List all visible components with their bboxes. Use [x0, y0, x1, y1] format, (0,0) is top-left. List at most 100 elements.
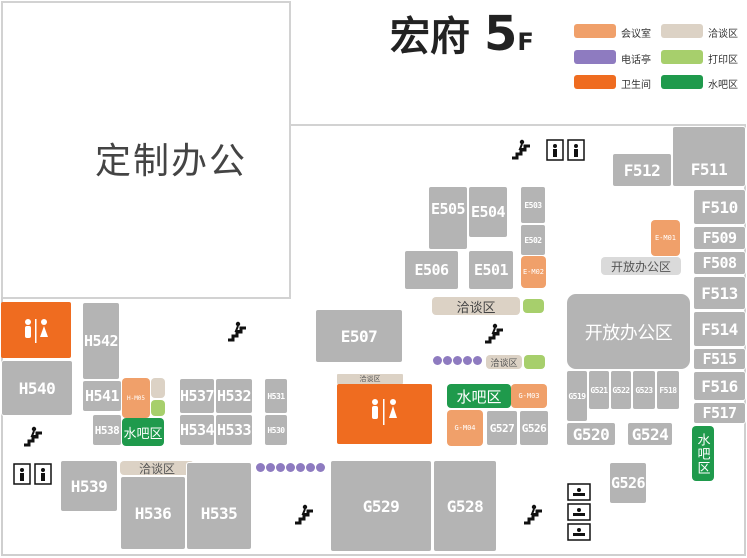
room-label: H535: [200, 503, 238, 523]
meeting-room-HM05[interactable]: H-M05: [122, 378, 150, 418]
room-label: H531: [267, 391, 285, 401]
restroom-center[interactable]: [337, 384, 432, 444]
room-F518[interactable]: F518: [656, 370, 680, 410]
open-office-area[interactable]: 开放办公区: [566, 293, 691, 370]
room-H530[interactable]: H530: [264, 414, 288, 446]
room-label: E502: [524, 235, 542, 245]
room-H539[interactable]: H539: [60, 460, 118, 512]
room-G522[interactable]: G522: [610, 370, 632, 410]
room-E507[interactable]: E507: [315, 309, 403, 363]
stairs-icon: [512, 139, 530, 160]
room-label: H534: [179, 421, 215, 439]
room-label: E507: [340, 326, 378, 346]
phone-booth[interactable]: [276, 463, 285, 472]
room-label: G519: [568, 391, 586, 401]
meeting-room-label: G-M03: [518, 392, 540, 400]
room-F508[interactable]: F508: [693, 251, 746, 275]
room-label: F509: [702, 229, 737, 247]
room-H531[interactable]: H531: [264, 378, 288, 414]
room-F510[interactable]: F510: [693, 189, 746, 225]
room-E502[interactable]: E502: [520, 224, 546, 256]
print-area-1[interactable]: [523, 299, 544, 313]
room-label: F518: [659, 385, 677, 395]
room-E504[interactable]: E504: [468, 186, 508, 238]
phone-booth[interactable]: [256, 463, 265, 472]
room-G519[interactable]: G519: [566, 370, 588, 422]
room-E501[interactable]: E501: [468, 250, 514, 290]
negotiation-1-text: 洽谈区: [456, 299, 496, 315]
water-bar-left[interactable]: 水吧区: [122, 418, 164, 446]
room-H538[interactable]: H538: [92, 414, 122, 446]
room-H540[interactable]: H540: [1, 360, 73, 416]
stairs-icon: [485, 323, 503, 344]
room-G529[interactable]: G529: [330, 460, 432, 552]
meeting-room-GM03[interactable]: G-M03: [511, 384, 547, 408]
room-label: G528: [446, 496, 484, 516]
room-F516[interactable]: F516: [693, 371, 746, 401]
room-H535[interactable]: H535: [186, 462, 252, 550]
room-F509[interactable]: F509: [693, 226, 746, 250]
room-F514[interactable]: F514: [693, 311, 746, 347]
room-F512[interactable]: F512: [612, 153, 672, 187]
negotiation-area-2[interactable]: 洽谈区: [486, 355, 522, 369]
room-F513[interactable]: F513: [693, 276, 746, 310]
restroom-left[interactable]: [1, 302, 71, 358]
room-label: F508: [702, 254, 737, 272]
room-H532[interactable]: H532: [215, 378, 253, 414]
room-label: G523: [635, 385, 653, 395]
phone-booth[interactable]: [473, 356, 482, 365]
room-G528[interactable]: G528: [433, 460, 497, 552]
room-F515[interactable]: F515: [693, 348, 746, 370]
room-H537[interactable]: H537: [179, 378, 215, 414]
room-label: F513: [701, 283, 738, 303]
room-G523[interactable]: G523: [632, 370, 656, 410]
phone-booth[interactable]: [316, 463, 325, 472]
phone-booth[interactable]: [306, 463, 315, 472]
room-H541[interactable]: H541: [82, 380, 122, 412]
water-bar-right[interactable]: 水吧区: [692, 426, 714, 481]
phone-booth[interactable]: [463, 356, 472, 365]
room-E503[interactable]: E503: [520, 186, 546, 224]
room-label: H537: [179, 387, 215, 405]
restroom-icon: [25, 319, 48, 343]
phone-booth[interactable]: [433, 356, 442, 365]
room-F511[interactable]: F511: [672, 126, 746, 187]
room-H542[interactable]: H542: [82, 302, 120, 380]
negotiation-small[interactable]: [151, 378, 165, 398]
room-E505[interactable]: E505: [428, 186, 468, 250]
floor-outline-left: [1, 297, 293, 556]
room-H533[interactable]: H533: [215, 414, 253, 446]
room-G526-right[interactable]: G526: [609, 462, 647, 504]
room-label: G520: [572, 424, 610, 444]
negotiation-area-1[interactable]: 洽谈区: [432, 297, 520, 315]
negotiation-area-4[interactable]: 洽谈区: [120, 461, 194, 476]
water-bar-center[interactable]: 水吧区: [447, 384, 511, 408]
meeting-room-EM01[interactable]: E-M01: [651, 220, 680, 256]
room-H534[interactable]: H534: [179, 414, 215, 446]
room-F517[interactable]: F517: [693, 402, 746, 424]
open-office-label-1[interactable]: 开放办公区: [601, 257, 681, 275]
room-G527[interactable]: G527: [486, 410, 518, 446]
water-bar-left-text: 水吧区: [123, 425, 163, 441]
print-area-3[interactable]: [151, 400, 165, 416]
room-label: E506: [414, 261, 449, 279]
legend-label-print: 打印区: [708, 55, 738, 66]
phone-booth[interactable]: [266, 463, 275, 472]
room-G526-center[interactable]: G526: [519, 410, 549, 446]
phone-booth[interactable]: [296, 463, 305, 472]
room-G521[interactable]: G521: [588, 370, 610, 410]
meeting-room-label: H-M05: [126, 394, 146, 402]
negotiation-area-3[interactable]: 洽谈区: [337, 374, 403, 384]
room-G520[interactable]: G520: [566, 422, 616, 446]
room-G524[interactable]: G524: [627, 422, 673, 446]
phone-booth[interactable]: [453, 356, 462, 365]
room-label: F511: [690, 160, 728, 179]
phone-booth[interactable]: [286, 463, 295, 472]
meeting-room-GM04[interactable]: G-M04: [447, 410, 483, 446]
phone-booth[interactable]: [443, 356, 452, 365]
room-E506[interactable]: E506: [404, 250, 459, 290]
room-H536[interactable]: H536: [120, 476, 186, 550]
room-label: G521: [590, 385, 608, 395]
print-area-2[interactable]: [524, 355, 545, 369]
meeting-room-EM02[interactable]: E-M02: [521, 256, 546, 288]
